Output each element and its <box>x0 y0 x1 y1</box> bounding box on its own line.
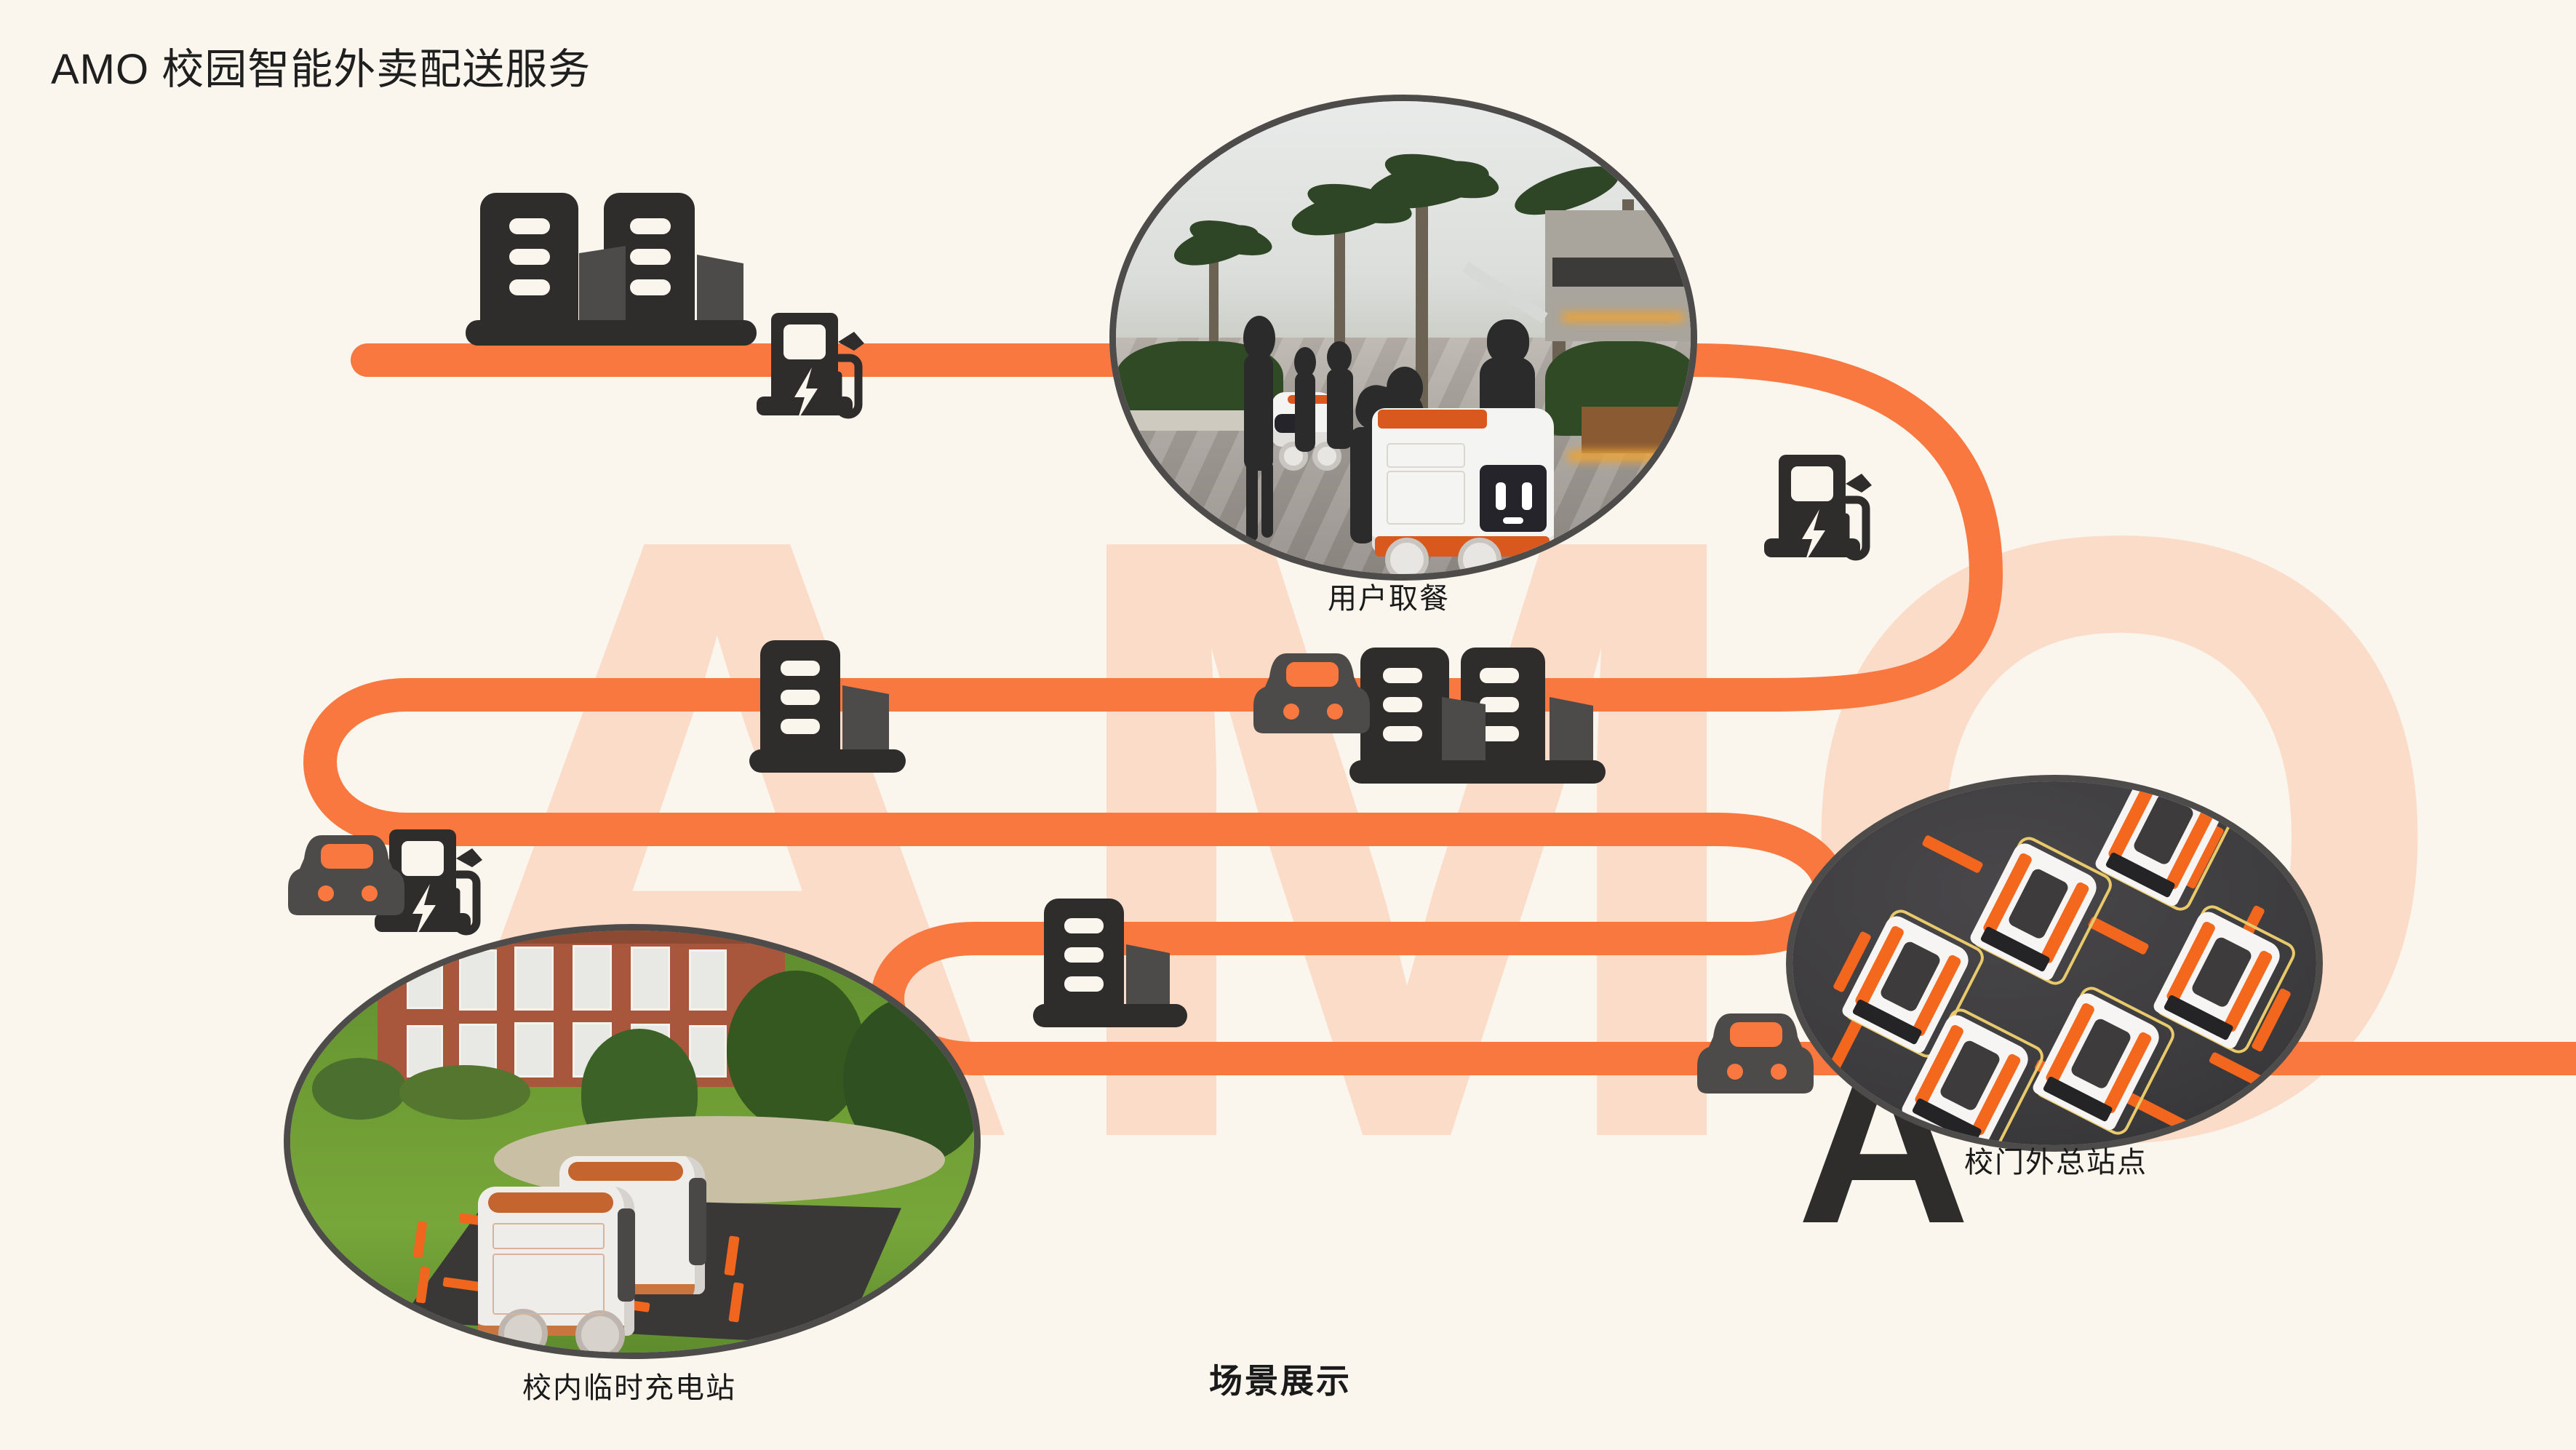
car-icon-3 <box>1697 1013 1814 1094</box>
footer-title: 场景展示 <box>1209 1362 1352 1400</box>
page-title: AMO 校园智能外卖配送服务 <box>51 46 591 93</box>
photo-gate-depot[interactable] <box>1786 775 2323 1152</box>
photo-user-pickup[interactable] <box>1109 95 1697 581</box>
buildings-icon-2 <box>749 640 906 773</box>
car-icon-2 <box>288 835 404 915</box>
ev-charging-station-icon-2 <box>1764 455 1872 562</box>
ev-charging-station-icon-1 <box>757 313 864 421</box>
photo-campus-charging[interactable] <box>284 924 981 1359</box>
buildings-icon-3 <box>1349 648 1606 784</box>
photo-caption-user-pickup: 用户取餐 <box>1328 583 1450 615</box>
buildings-icon-1 <box>466 193 757 346</box>
photo-caption-gate-depot: 校门外总站点 <box>1964 1147 2148 1179</box>
car-icon-1 <box>1253 653 1370 733</box>
photo-caption-campus-charging: 校内临时充电站 <box>522 1372 736 1404</box>
buildings-icon-4 <box>1033 899 1187 1027</box>
ev-charging-station-icon-3 <box>375 829 482 937</box>
